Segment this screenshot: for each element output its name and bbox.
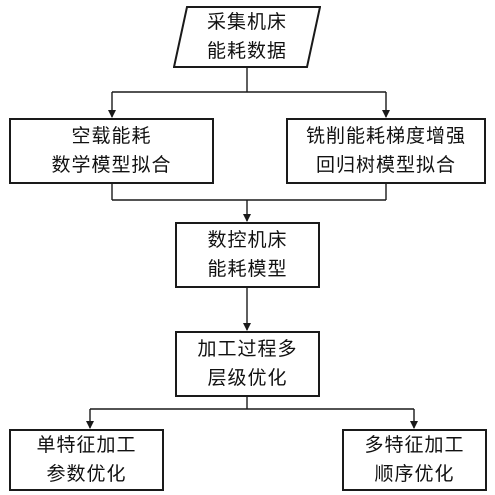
- node-label-line2: 能耗模型: [207, 258, 288, 280]
- node-label-line1: 采集机床: [206, 11, 287, 33]
- parallelogram-shape: [173, 6, 321, 68]
- node-label-line1: 铣削能耗梯度增强: [305, 125, 466, 147]
- node-label-line2: 能耗数据: [206, 40, 287, 62]
- idle-energy-model-fit-node: 空载能耗 数学模型拟合: [9, 118, 214, 184]
- node-label-line2: 数学模型拟合: [51, 154, 172, 176]
- multi-feature-sequence-opt-node: 多特征加工 顺序优化: [342, 429, 487, 491]
- cnc-energy-model-node: 数控机床 能耗模型: [175, 222, 320, 288]
- node-label-line2: 参数优化: [46, 463, 127, 485]
- milling-gbrt-model-fit-node: 铣削能耗梯度增强 回归树模型拟合: [286, 118, 486, 184]
- node-label-line2: 顺序优化: [374, 463, 455, 485]
- node-label-line1: 数控机床: [207, 229, 288, 251]
- multilevel-optimization-node: 加工过程多 层级优化: [175, 331, 320, 397]
- node-label-line2: 层级优化: [207, 367, 288, 389]
- collect-energy-data-node: 采集机床 能耗数据: [173, 6, 321, 68]
- node-label-line1: 单特征加工: [36, 434, 137, 456]
- node-label-line1: 空载能耗: [71, 125, 152, 147]
- node-label-line1: 多特征加工: [364, 434, 465, 456]
- node-label-line2: 回归树模型拟合: [315, 154, 456, 176]
- node-label-line1: 加工过程多: [197, 338, 298, 360]
- single-feature-param-opt-node: 单特征加工 参数优化: [9, 429, 164, 491]
